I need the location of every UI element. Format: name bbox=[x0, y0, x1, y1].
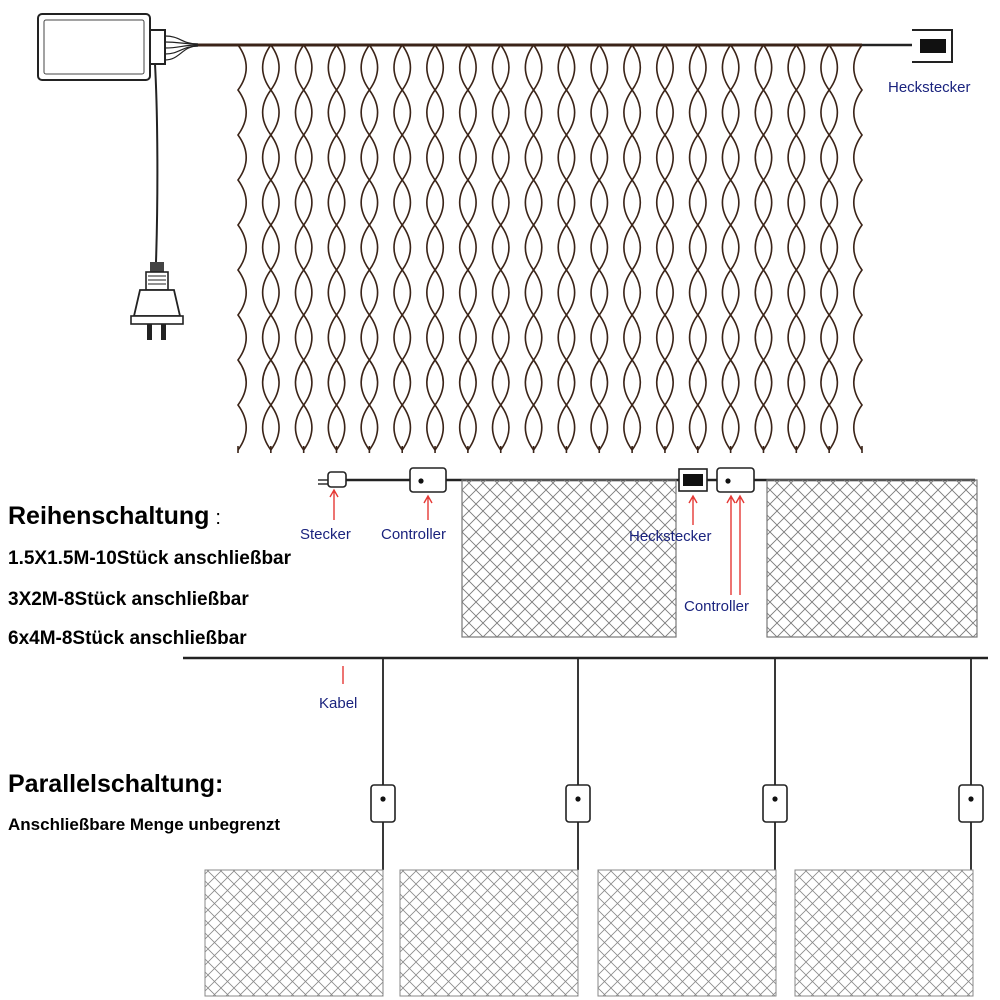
parallel-controller bbox=[370, 784, 396, 823]
parallel-unit bbox=[794, 658, 984, 997]
parallel-net-panel bbox=[399, 869, 579, 997]
series-line-3: 6x4M-8Stück anschließbar bbox=[8, 628, 247, 649]
series-plug bbox=[318, 471, 347, 488]
parallel-title: Parallelschaltung: bbox=[8, 770, 224, 798]
parallel-controller bbox=[958, 784, 984, 823]
parallel-units bbox=[204, 658, 984, 997]
light-net bbox=[198, 43, 863, 453]
heckstecker-label-series: Heckstecker bbox=[629, 528, 712, 545]
parallel-unit bbox=[204, 658, 396, 997]
series-title-text: Reihenschaltung bbox=[8, 502, 210, 530]
parallel-net-panel bbox=[204, 869, 384, 997]
controller-label-2: Controller bbox=[684, 598, 749, 615]
series-line-1: 1.5X1.5M-10Stück anschließbar bbox=[8, 548, 292, 569]
heckstecker-label: Heckstecker bbox=[888, 79, 971, 96]
controller-cable-fan bbox=[164, 35, 199, 61]
net-diamond-grid bbox=[237, 44, 863, 453]
controller-label-1: Controller bbox=[381, 526, 446, 543]
series-controller-2 bbox=[716, 467, 755, 493]
series-title-colon: : bbox=[215, 507, 221, 529]
parallel-net-panel bbox=[794, 869, 974, 997]
series-line-2: 3X2M-8Stück anschließbar bbox=[8, 589, 249, 610]
series-arrows bbox=[329, 488, 745, 595]
parallel-controller bbox=[565, 784, 591, 823]
kabel-label: Kabel bbox=[319, 695, 357, 712]
parallel-net-panel bbox=[597, 869, 777, 997]
series-title: Reihenschaltung: bbox=[8, 502, 221, 531]
stecker-label: Stecker bbox=[300, 526, 351, 543]
series-heckstecker bbox=[678, 468, 708, 492]
parallel-diagram: Kabel bbox=[183, 656, 988, 997]
parallel-subtitle: Anschließbare Menge unbegrenzt bbox=[8, 815, 281, 834]
end-connector bbox=[862, 29, 953, 63]
parallel-unit bbox=[399, 658, 591, 997]
parallel-controller bbox=[762, 784, 788, 823]
series-net-panel-1 bbox=[461, 479, 677, 638]
series-diagram: Stecker Controller Heckstecker Controlle… bbox=[300, 467, 978, 638]
power-plug bbox=[130, 262, 184, 340]
series-net-panel-2 bbox=[766, 479, 978, 638]
parallel-unit bbox=[597, 658, 788, 997]
controller-box bbox=[37, 13, 166, 81]
series-controller-1 bbox=[409, 467, 447, 493]
power-cable bbox=[154, 63, 159, 263]
